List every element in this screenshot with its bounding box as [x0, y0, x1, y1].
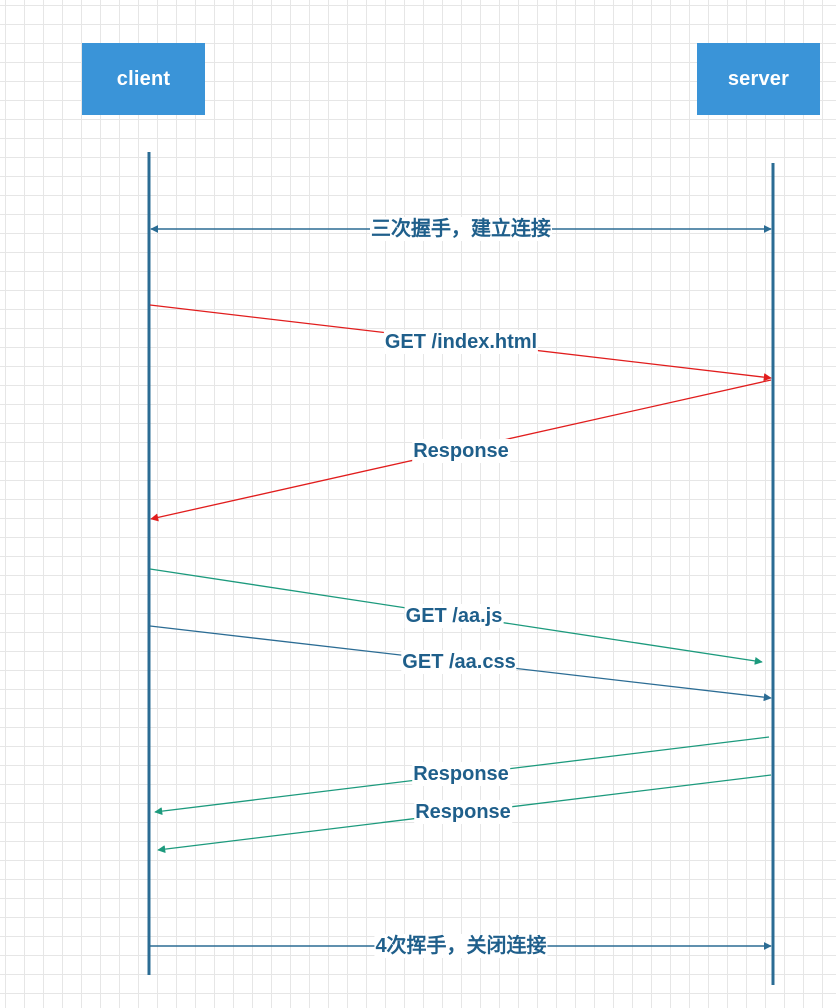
get-css-label: GET /aa.css	[401, 650, 517, 674]
get-js-label: GET /aa.js	[404, 604, 504, 628]
close-label: 4次挥手，关闭连接	[374, 934, 548, 958]
handshake-label: 三次握手，建立连接	[370, 217, 552, 241]
response-js-label: Response	[412, 762, 510, 786]
response-css-label: Response	[414, 800, 512, 824]
get-index-label: GET /index.html	[383, 330, 539, 354]
server-actor-label: server	[727, 67, 790, 90]
server-actor-box: server	[697, 43, 820, 115]
response-index-label: Response	[412, 439, 510, 463]
client-actor-label: client	[116, 67, 171, 90]
client-actor-box: client	[82, 43, 205, 115]
